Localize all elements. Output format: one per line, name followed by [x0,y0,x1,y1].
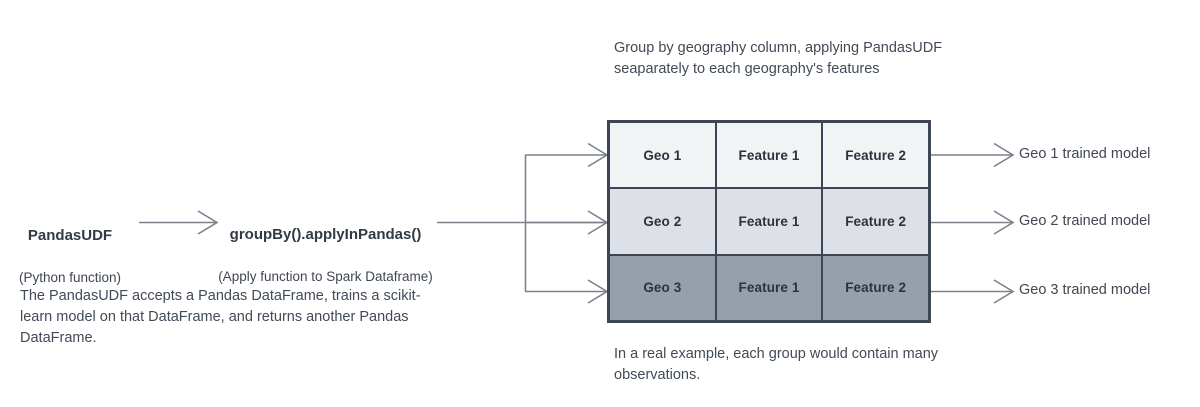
table-row: Geo 2 Feature 1 Feature 2 [610,189,929,256]
connector-row-1-to-output [931,142,1015,168]
note-real-example: In a real example, each group would cont… [614,346,939,384]
table-cell-feature-2: Feature 2 [823,123,929,188]
note-group-by-geography: Group by geography column, applying Pand… [614,40,943,78]
table-row: Geo 1 Feature 1 Feature 2 [610,123,929,190]
node-pandas-udf: PandasUDF (Python function) [0,204,140,309]
table-cell-feature-1: Feature 1 [716,255,824,320]
table-cell-feature-2: Feature 2 [823,255,929,320]
table-cell-feature-1: Feature 1 [716,123,824,188]
connector-pandasudf-to-groupby [139,210,219,235]
table-row: Geo 3 Feature 1 Feature 2 [610,255,929,320]
node-group-by-title: groupBy().applyInPandas() [229,225,422,243]
connector-split-to-row-2 [525,210,609,235]
note-pandas-udf-description: The PandasUDF accepts a Pandas DataFrame… [20,288,421,347]
table-cell-feature-2: Feature 2 [823,189,929,254]
table-cell-feature-1: Feature 1 [716,189,824,254]
output-label-geo-2: Geo 2 trained model [1019,213,1151,229]
output-label-geo-1: Geo 1 trained model [1019,146,1151,162]
table-cell-geo: Geo 3 [610,255,717,320]
node-group-by-subtitle: (Apply function to Spark Dataframe) [218,268,433,284]
node-pandas-udf-subtitle: (Python function) [18,269,122,285]
connector-split-to-row-3 [525,279,609,304]
output-label-geo-3: Geo 3 trained model [1019,282,1151,298]
connector-row-3-to-output [931,279,1015,304]
geography-feature-table: Geo 1 Feature 1 Feature 2 Geo 2 Feature … [607,120,931,323]
connector-split-to-row-1 [525,142,609,168]
node-pandas-udf-title: PandasUDF [27,226,113,244]
table-cell-geo: Geo 1 [610,123,717,188]
connector-row-2-to-output [931,210,1015,235]
node-group-by: groupBy().applyInPandas() (Apply functio… [218,203,433,308]
table-cell-geo: Geo 2 [610,189,717,254]
